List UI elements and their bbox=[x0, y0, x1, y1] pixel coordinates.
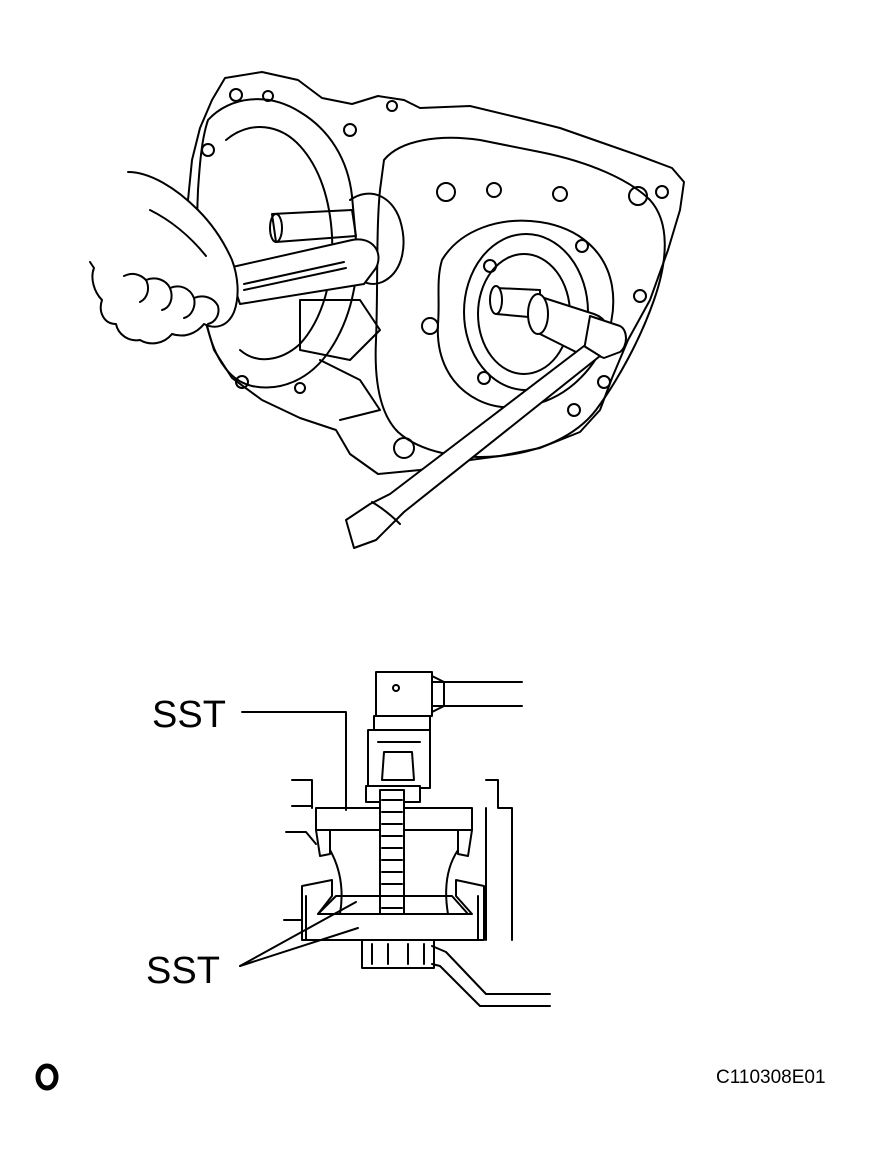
sst-label-upper: SST bbox=[152, 694, 226, 736]
sst-label-lower: SST bbox=[146, 950, 220, 992]
case-wall-left bbox=[291, 779, 313, 809]
leader-upper bbox=[241, 711, 347, 811]
bottom-nut bbox=[361, 939, 435, 969]
leader-lower-2 bbox=[239, 927, 359, 967]
figure-id: C110308E01 bbox=[716, 1067, 826, 1088]
upper-socket bbox=[373, 715, 431, 731]
wrench-handle bbox=[345, 345, 601, 549]
transmission-case-illustration bbox=[89, 71, 685, 549]
wrench-arm-lower bbox=[431, 945, 551, 995]
hand bbox=[89, 171, 239, 345]
leader-lower-1 bbox=[239, 901, 357, 967]
sst-puller-section bbox=[239, 671, 551, 1007]
rear-flange-face bbox=[374, 136, 666, 458]
